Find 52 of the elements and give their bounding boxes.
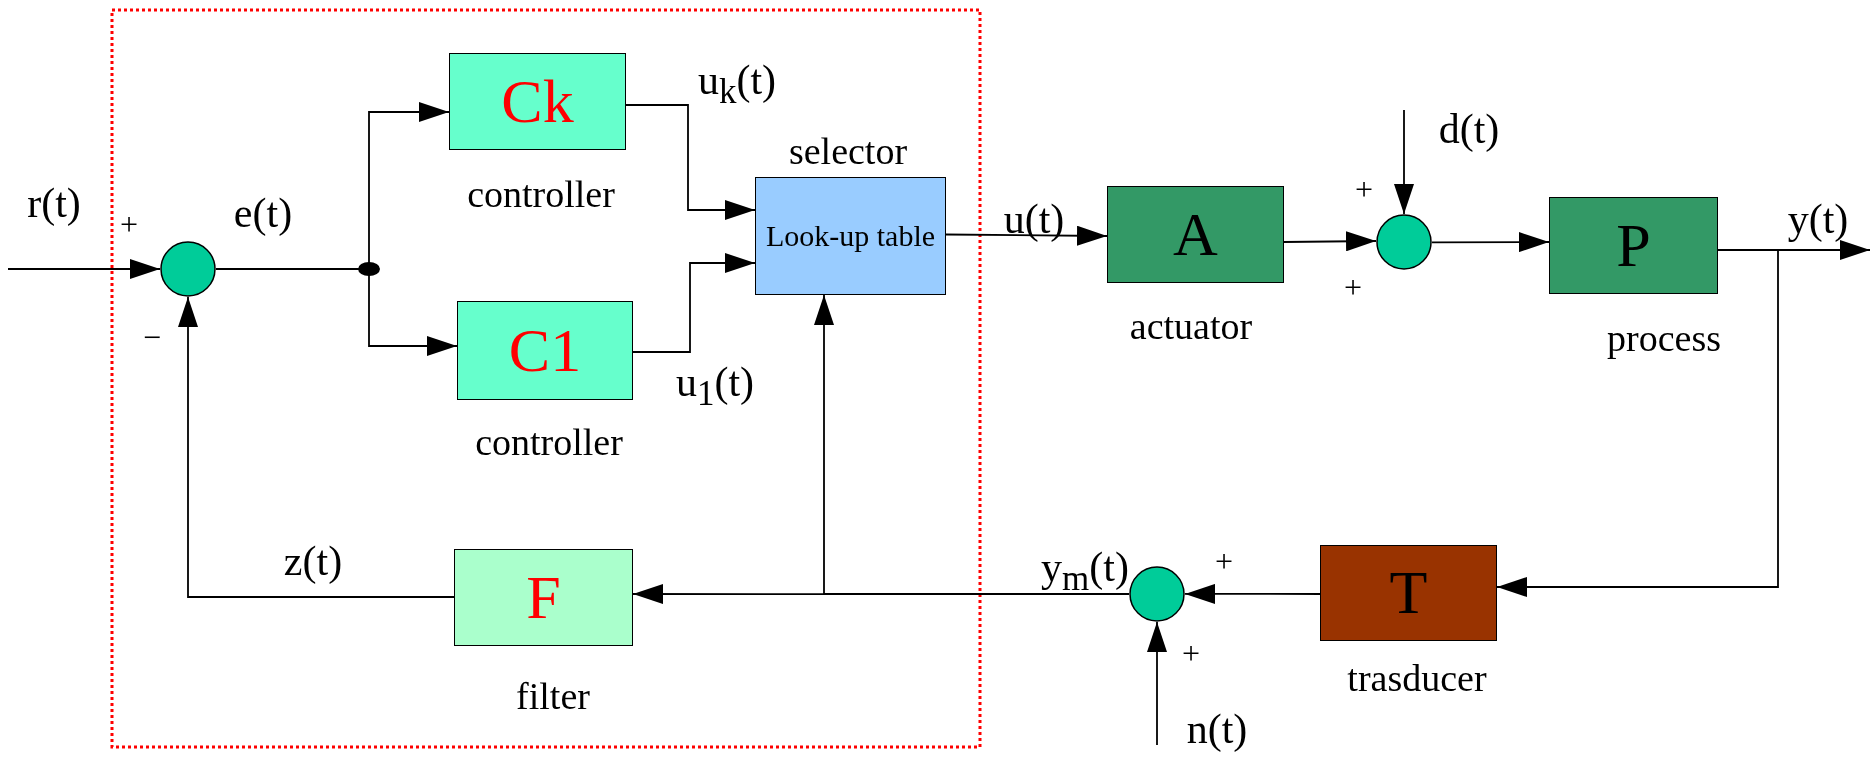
signal-label: z(t) (283, 540, 343, 582)
block-label: F (525, 564, 562, 631)
block-box (454, 549, 633, 646)
summing-junction (1376, 214, 1432, 270)
sign-label: + (1215, 545, 1233, 577)
signal-label: u$_{k}$(t) (697, 58, 777, 110)
block-box (1320, 545, 1497, 641)
sign-label: + (1355, 173, 1373, 205)
sign-label: + (1344, 271, 1362, 303)
arrow (1496, 249, 1779, 597)
summing-junction (1129, 566, 1185, 622)
arrow (1431, 232, 1550, 253)
block-caption: filter (516, 677, 590, 715)
signal-label: y(t) (1787, 198, 1849, 240)
block-caption: selector (788, 132, 908, 170)
sign-label: + (120, 208, 138, 240)
signal-label: n(t) (1186, 708, 1248, 750)
block-box (449, 53, 626, 150)
block-label: Ck (500, 68, 575, 135)
arrow (945, 225, 1108, 246)
signal-label: u(t) (1003, 198, 1065, 240)
sign-label: + (1182, 637, 1200, 669)
arrow (178, 296, 455, 598)
block-box (457, 301, 633, 400)
block-label: T (1388, 560, 1429, 626)
block-caption: actuator (1129, 307, 1253, 345)
arrow (1147, 621, 1167, 746)
signal-label: d(t) (1438, 108, 1500, 150)
block-label: A (1172, 201, 1219, 268)
block-box (755, 177, 946, 295)
arrow (1184, 583, 1321, 604)
arrow (632, 253, 756, 353)
block-label: P (1615, 212, 1652, 279)
arrow (1283, 231, 1377, 252)
signal-label: r(t) (27, 182, 81, 224)
block-caption: trasducer (1347, 659, 1487, 697)
block-caption: controller (467, 175, 615, 213)
block-caption: process (1607, 319, 1721, 357)
block-box (1549, 197, 1718, 294)
sign-label: − (143, 321, 161, 353)
arrow (1394, 109, 1414, 215)
summing-junction (160, 241, 216, 297)
arrow (814, 294, 1130, 595)
block-caption: controller (475, 423, 623, 461)
signal-label: u$_{1}$(t) (675, 360, 755, 412)
block-label: Look-up table (764, 220, 937, 252)
signal-label: y$_{m}$(t) (1041, 545, 1129, 597)
block-box (1107, 186, 1284, 283)
signal-label: e(t) (233, 192, 293, 234)
block-label: C1 (507, 317, 583, 384)
arrow (7, 259, 161, 279)
arrow (625, 104, 756, 220)
